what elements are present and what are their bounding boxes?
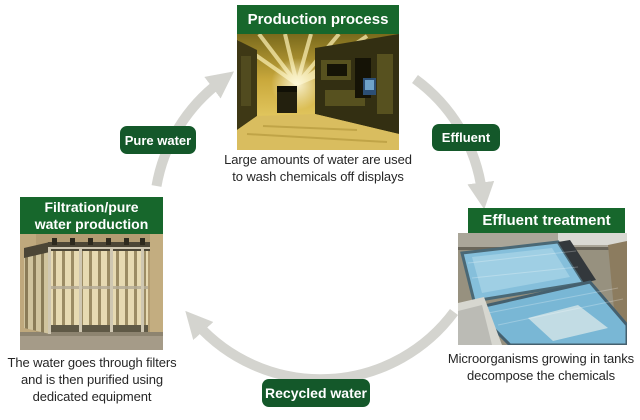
filtration-photo: [20, 234, 163, 350]
stage-title-text-line1: Filtration/pure: [44, 198, 139, 215]
filtration-caption: The water goes through filters and is th…: [1, 354, 183, 405]
pure-water-badge-label: Pure water: [124, 132, 192, 148]
stage-production: Production process: [237, 5, 399, 34]
caption-line: to wash chemicals off displays: [232, 169, 404, 184]
stage-title-filtration: Filtration/pure water production: [20, 197, 163, 234]
recycled-water-badge-label: Recycled water: [265, 385, 367, 401]
stage-title-text-line2: water production: [34, 215, 149, 232]
caption-line: The water goes through filters: [7, 355, 177, 370]
caption-line: decompose the chemicals: [466, 368, 615, 383]
caption-line: dedicated equipment: [32, 389, 152, 404]
effluent-treatment-caption: Microorganisms growing in tanks decompos…: [445, 350, 637, 384]
stage-title-text: Effluent treatment: [482, 211, 611, 229]
caption-line: Large amounts of water are used: [224, 152, 412, 167]
stage-effluent-treatment: Effluent treatment: [468, 208, 625, 233]
stage-title-production: Production process: [237, 5, 399, 34]
recycled-water-arrow-icon: [185, 309, 459, 385]
production-photo: [237, 34, 399, 150]
recycled-water-badge: Recycled water: [262, 379, 370, 407]
effluent-badge-label: Effluent: [441, 130, 491, 145]
stage-title-effluent-treatment: Effluent treatment: [468, 208, 625, 233]
stage-title-text: Production process: [247, 10, 389, 28]
effluent-treatment-photo: [458, 233, 627, 345]
caption-line: and is then purified using: [21, 372, 163, 387]
stage-filtration: Filtration/pure water production: [20, 197, 163, 234]
pure-water-badge: Pure water: [120, 126, 196, 154]
caption-line: Microorganisms growing in tanks: [447, 351, 635, 366]
effluent-badge: Effluent: [432, 124, 500, 151]
production-caption: Large amounts of water are used to wash …: [212, 151, 424, 185]
